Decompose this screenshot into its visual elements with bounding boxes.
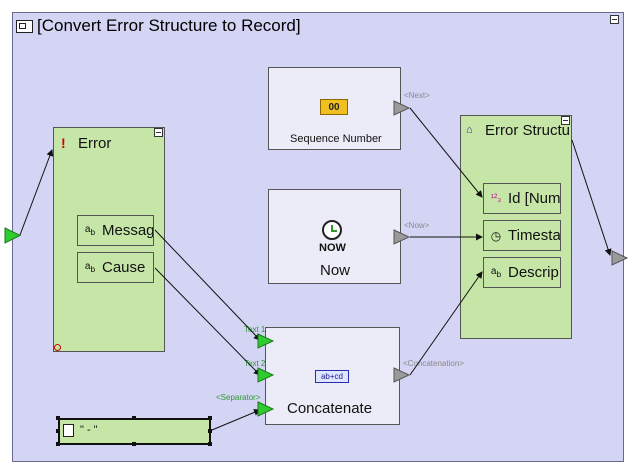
wire-message-to-text1[interactable] (154, 229, 261, 341)
error-structure-label: Error Structu (485, 122, 571, 139)
record-icon: ⌂ (466, 124, 473, 136)
text2-input-port[interactable] (257, 367, 275, 383)
resize-handle[interactable] (208, 416, 212, 420)
wire-cause-to-text2[interactable] (154, 267, 261, 376)
clock-icon (322, 220, 342, 240)
record-field-id[interactable]: ¹²₃ Id [Num (483, 183, 561, 214)
wire-next-to-id[interactable] (409, 107, 483, 198)
next-output-port[interactable] (393, 100, 411, 116)
sequence-number-icon-text: 00 (328, 101, 340, 113)
error-block-label: Error (78, 135, 112, 152)
constant-icon (63, 424, 74, 437)
resize-handle[interactable] (208, 429, 212, 433)
canvas-collapse-button[interactable] (610, 15, 619, 24)
text2-port-label: Text 2 (244, 359, 266, 368)
wire-input-to-error[interactable] (19, 149, 54, 236)
concatenate-icon-text: ab+cd (320, 372, 344, 381)
resize-handle[interactable] (56, 416, 60, 420)
concatenation-port-label: <Concatenation> (403, 359, 464, 368)
composite-icon (16, 19, 33, 33)
error-field-cause[interactable]: ab Cause (77, 252, 154, 283)
wire-constant-to-separator[interactable] (211, 409, 261, 431)
resize-handle[interactable] (208, 442, 212, 446)
clock-field-icon: ◷ (490, 228, 502, 243)
record-field-timestamp[interactable]: ◷ Timesta (483, 220, 561, 251)
text-field-icon: ab (84, 261, 96, 274)
resize-handle[interactable] (56, 429, 60, 433)
now-icon-text: NOW (319, 242, 346, 254)
record-field-description[interactable]: ab Descrip (483, 257, 561, 288)
resize-handle[interactable] (56, 442, 60, 446)
text1-port-label: Text 1 (244, 325, 266, 334)
next-port-label: <Next> (404, 91, 430, 100)
concatenate-icon: ab+cd (315, 370, 349, 383)
now-output-port[interactable] (393, 229, 411, 245)
concatenation-output-port[interactable] (393, 367, 411, 383)
resize-handle[interactable] (132, 442, 136, 446)
record-output-port[interactable] (611, 250, 629, 266)
error-indicator-icon (54, 344, 61, 351)
resize-handle[interactable] (132, 416, 136, 420)
text-field-icon: ab (84, 224, 96, 237)
now-block-label: Now (320, 262, 351, 279)
error-structure-label-clip: Error Structu (485, 122, 572, 142)
diagram-title-text: [Convert Error Structure to Record] (37, 16, 301, 35)
error-field-message-label: Messag (102, 222, 154, 239)
error-field-message[interactable]: ab Messag (77, 215, 154, 246)
diagram-title: [Convert Error Structure to Record] (16, 15, 301, 37)
number-field-icon: ¹²₃ (490, 193, 502, 204)
error-structure-collapse-button[interactable] (561, 116, 570, 125)
input-port[interactable] (4, 227, 22, 244)
record-field-id-label: Id [Num (508, 190, 561, 207)
wire-record-to-output[interactable] (571, 139, 612, 256)
separator-port-label: <Separator> (216, 393, 261, 402)
text-field-icon: ab (490, 266, 502, 279)
concatenate-block-label: Concatenate (287, 400, 373, 417)
record-field-description-label: Descrip (508, 264, 559, 281)
error-warning-icon: ! (61, 135, 66, 151)
separator-constant-value: " - " (80, 424, 98, 436)
sequence-number-icon: 00 (320, 99, 348, 115)
wire-concat-to-description[interactable] (409, 271, 483, 376)
text1-input-port[interactable] (257, 333, 275, 349)
error-collapse-button[interactable] (154, 128, 163, 137)
sequence-number-label: Sequence Number (290, 133, 382, 145)
record-field-timestamp-label: Timesta (508, 227, 561, 244)
separator-input-port[interactable] (257, 401, 275, 417)
error-field-cause-label: Cause (102, 259, 146, 276)
now-port-label: <Now> (404, 221, 430, 230)
